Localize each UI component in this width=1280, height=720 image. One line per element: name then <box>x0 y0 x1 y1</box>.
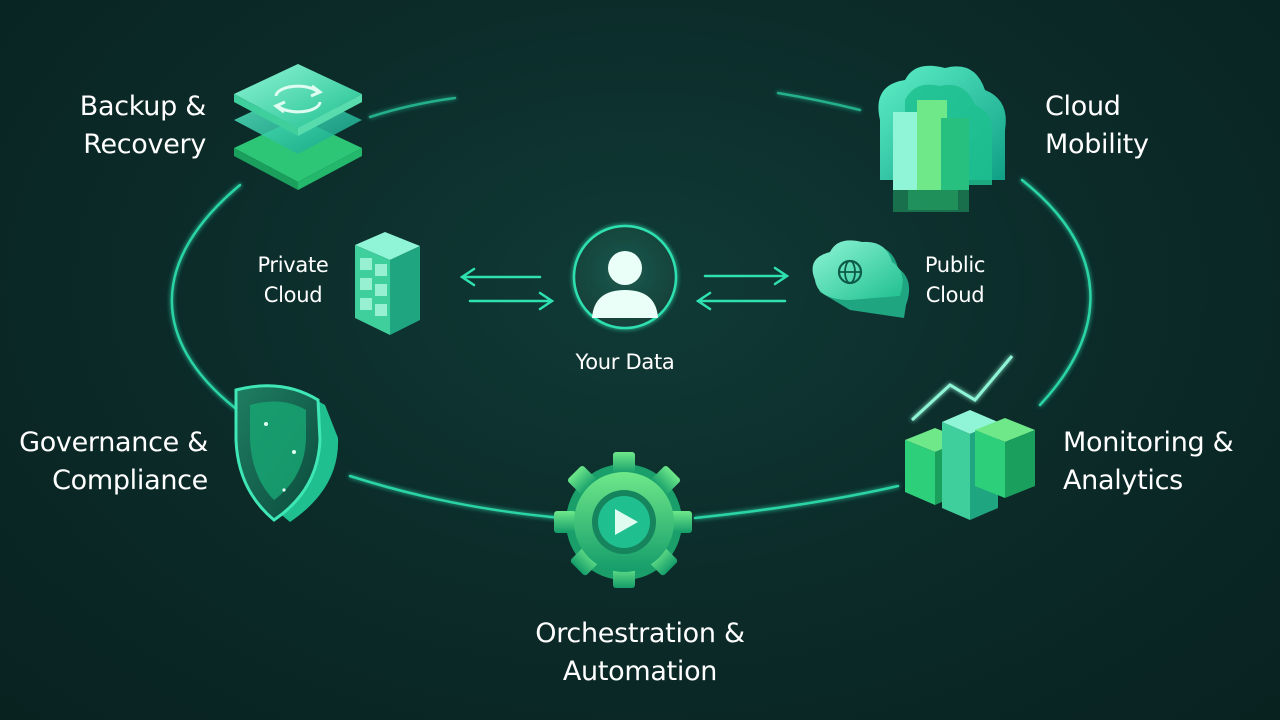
arrow-right <box>703 266 790 286</box>
public-cloud-label: Public Cloud <box>902 250 1008 310</box>
building-icon <box>355 232 420 335</box>
monitoring-label-line1: Monitoring & <box>1063 427 1234 458</box>
backup-label-line2: Recovery <box>83 129 206 160</box>
orchestration-automation-label: Orchestration & Automation <box>500 615 780 691</box>
private-cloud-label-line1: Private <box>257 253 329 277</box>
public-cloud-label-line2: Cloud <box>925 283 985 307</box>
outer-ring <box>170 91 1092 520</box>
public-cloud-arrows <box>695 266 790 311</box>
cloud-mobility-label-line1: Cloud <box>1045 91 1121 122</box>
cloud-mobility-label: Cloud Mobility <box>1045 88 1245 164</box>
arrow-right <box>468 291 555 311</box>
backup-label-line1: Backup & <box>79 91 207 122</box>
governance-label-line1: Governance & <box>19 427 208 458</box>
layered-sync-icon <box>234 64 362 190</box>
monitoring-label-line2: Analytics <box>1063 465 1183 496</box>
arrow-left <box>695 291 787 311</box>
cloud-mobility-label-line2: Mobility <box>1045 129 1149 160</box>
gear-play-icon <box>554 452 692 588</box>
ring-segment-top-left <box>368 96 457 119</box>
public-cloud-label-line1: Public <box>924 253 986 277</box>
monitoring-analytics-label: Monitoring & Analytics <box>1063 424 1273 500</box>
governance-compliance-label: Governance & Compliance <box>10 424 208 500</box>
private-cloud-arrows <box>459 267 555 311</box>
private-cloud-label-line2: Cloud <box>263 283 323 307</box>
cloud-stack-icon <box>878 65 1006 212</box>
globe-cloud-icon <box>812 240 910 318</box>
backup-recovery-label: Backup & Recovery <box>40 88 207 164</box>
user-icon <box>572 224 678 330</box>
shield-icon <box>234 384 339 522</box>
ring-segment-bottom-right <box>693 484 900 520</box>
your-data-label-text: Your Data <box>575 350 675 374</box>
bar-chart-icon <box>905 355 1035 520</box>
ring-segment-left <box>170 183 242 410</box>
your-data-label: Your Data <box>545 347 705 377</box>
ring-segment-top-right <box>776 91 862 112</box>
private-cloud-label: Private Cloud <box>240 250 346 310</box>
ring-segment-right <box>1020 178 1092 407</box>
orchestration-label-line1: Orchestration & <box>535 618 745 649</box>
orchestration-label-line2: Automation <box>562 656 718 687</box>
arrow-left <box>459 267 542 287</box>
governance-label-line2: Compliance <box>52 465 208 496</box>
ring-segment-bottom-left <box>348 474 564 520</box>
